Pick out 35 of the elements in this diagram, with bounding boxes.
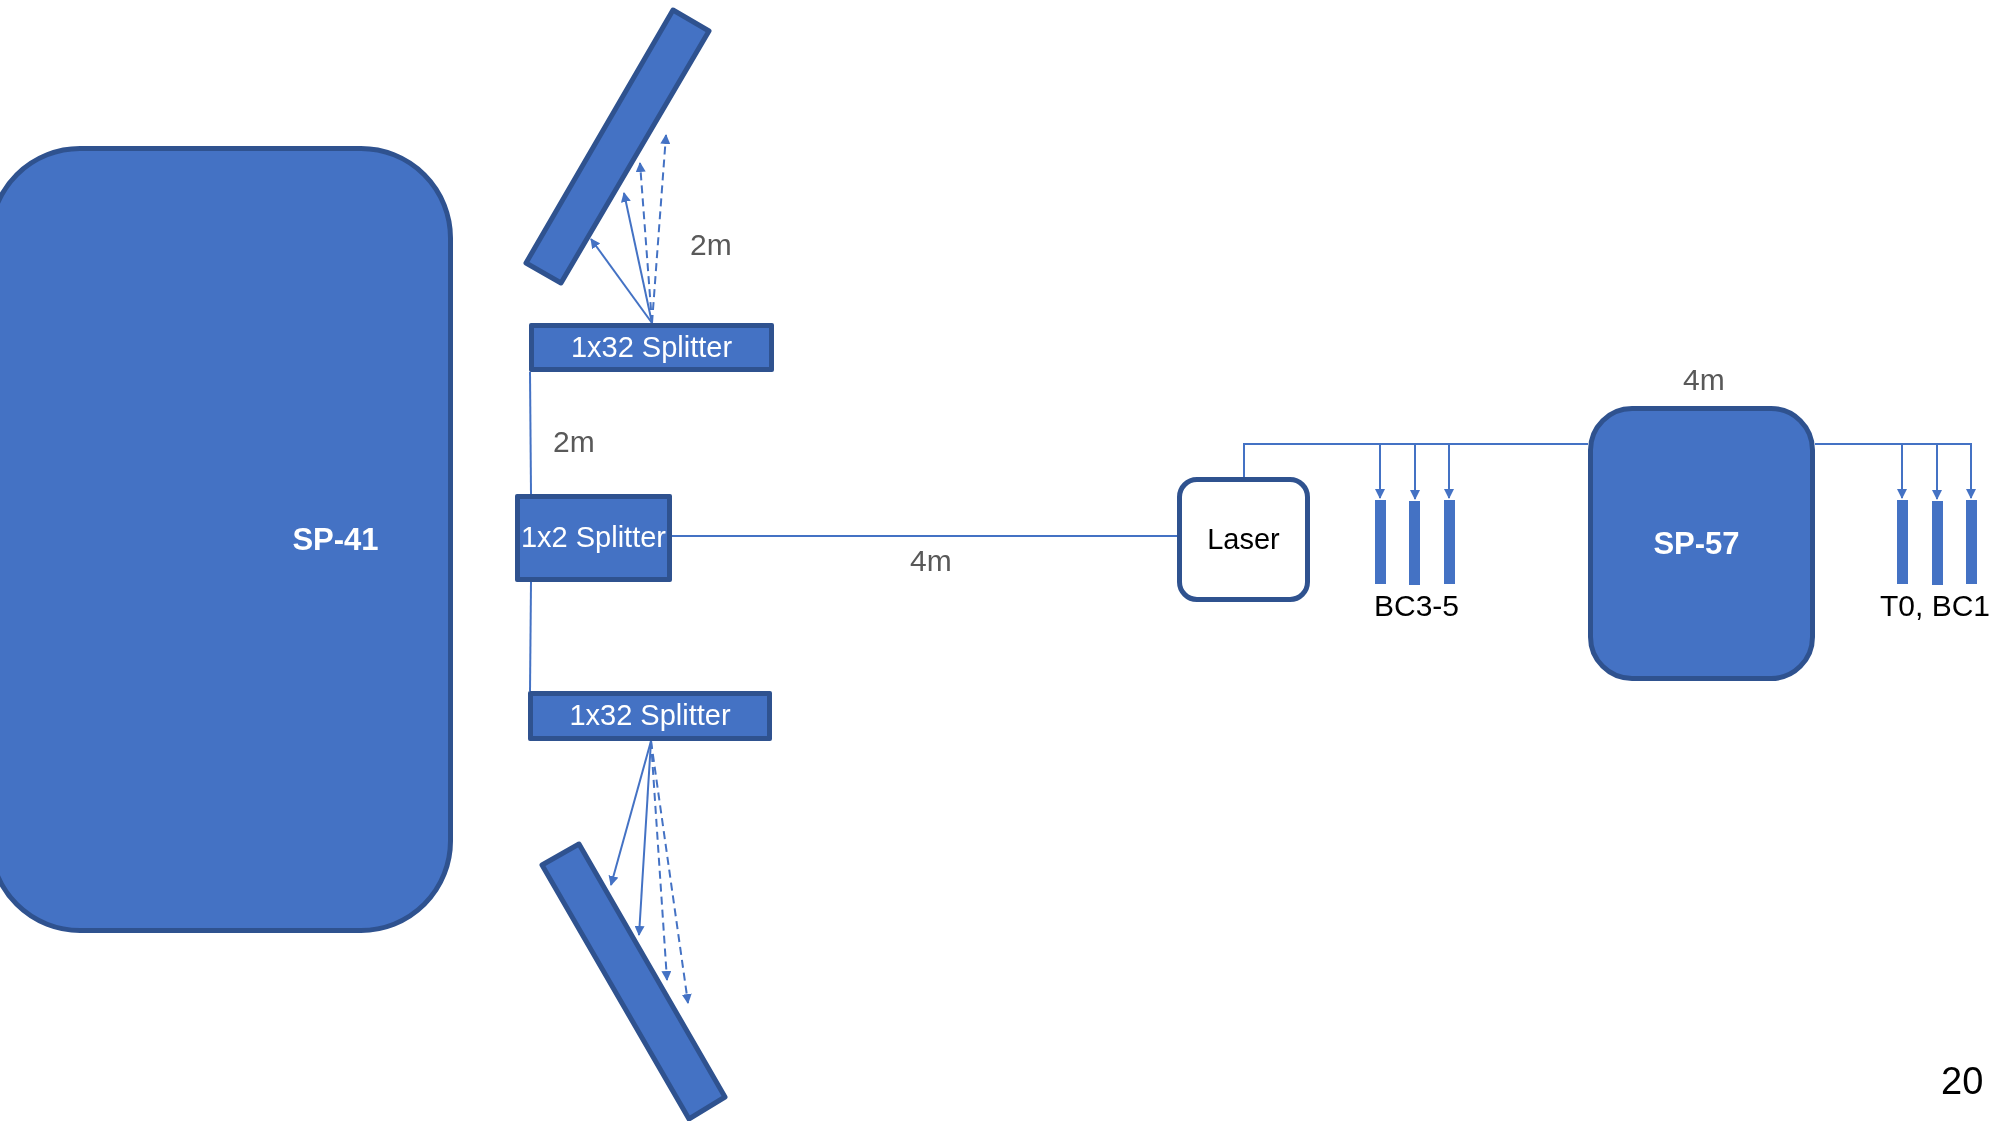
length-label: 2m bbox=[690, 230, 732, 260]
detector-bar bbox=[539, 841, 728, 1121]
connector-line bbox=[529, 581, 532, 692]
detector-bar bbox=[1375, 500, 1386, 584]
splitter-box bbox=[528, 691, 772, 741]
bar-group-label: BC3-5 bbox=[1374, 591, 1460, 621]
detector-bar bbox=[1932, 501, 1943, 585]
bar-group-label: T0, BC1 bbox=[1880, 591, 1991, 621]
length-label: 2m bbox=[553, 427, 595, 457]
connector-line bbox=[529, 371, 532, 495]
node-label: 1x32 Splitter bbox=[570, 330, 733, 365]
detector-bar bbox=[1966, 500, 1977, 584]
arrow bbox=[1814, 443, 1976, 499]
laser-box bbox=[1177, 477, 1310, 602]
connector-line bbox=[671, 535, 1178, 537]
node-label: SP-57 bbox=[1653, 525, 1740, 562]
detector-bar bbox=[1897, 500, 1908, 584]
detector-bar bbox=[1444, 500, 1455, 584]
connector-line bbox=[1243, 443, 1589, 478]
arrow bbox=[608, 740, 652, 886]
node-label: 1x2 Splitter bbox=[520, 521, 667, 555]
node-label: Laser bbox=[1207, 522, 1280, 557]
splitter-box bbox=[515, 494, 672, 582]
arrow bbox=[590, 238, 653, 324]
device-box bbox=[1588, 406, 1815, 681]
detector-bar bbox=[1409, 501, 1420, 585]
length-label: 4m bbox=[910, 546, 952, 576]
node-label: 1x32 Splitter bbox=[569, 699, 731, 733]
node-label: SP-41 bbox=[292, 521, 379, 558]
device-box bbox=[0, 146, 453, 933]
arrow bbox=[650, 740, 692, 1004]
arrow bbox=[651, 134, 671, 324]
splitter-box bbox=[529, 323, 774, 372]
page-number: 20 bbox=[1941, 1062, 1984, 1100]
length-label: 4m bbox=[1683, 365, 1725, 395]
